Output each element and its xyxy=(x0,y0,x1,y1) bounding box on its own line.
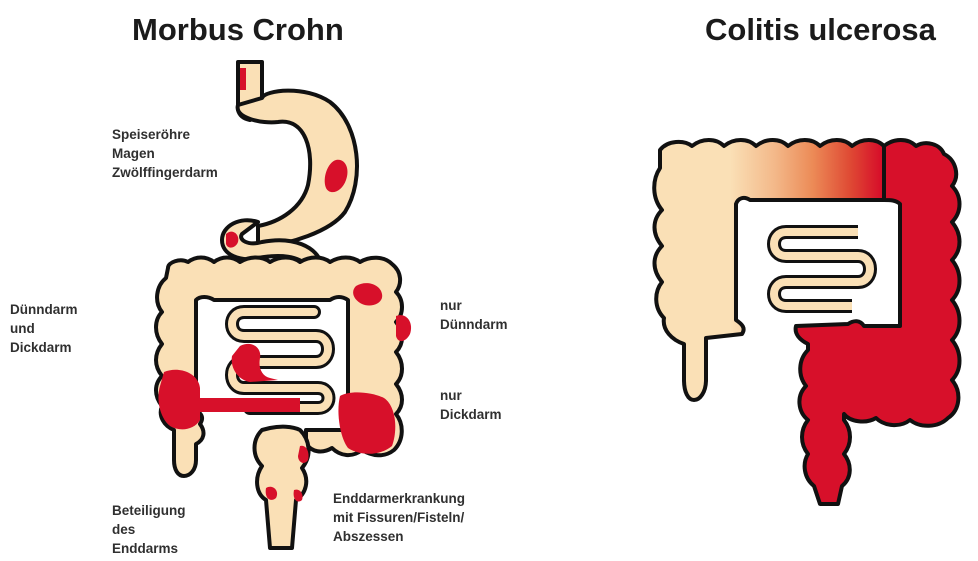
colitis-small-intestine xyxy=(774,232,870,306)
inflamed-colon-right xyxy=(338,392,395,453)
inflamed-small-intestine-right xyxy=(396,315,411,341)
inflamed-esophagus xyxy=(240,68,246,90)
crohn-rectum xyxy=(255,427,309,548)
colitis-small-intestine-fill xyxy=(774,232,870,306)
inflamed-small-intestine-bottom xyxy=(200,398,300,412)
colitis-digestive-tract xyxy=(654,140,959,504)
